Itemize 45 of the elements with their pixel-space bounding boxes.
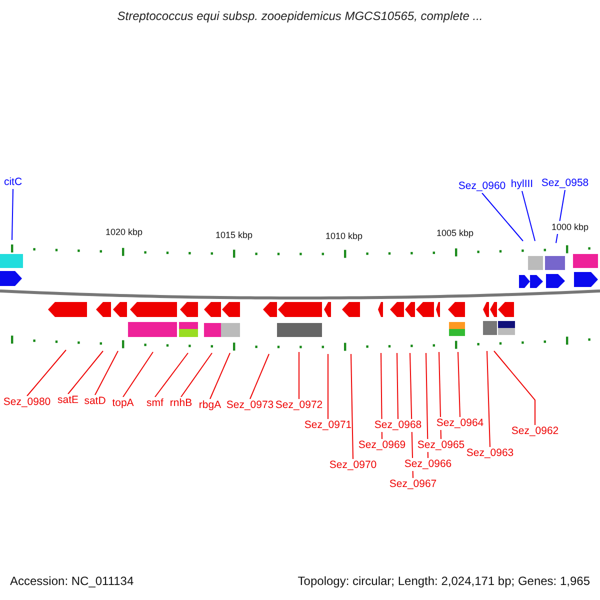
gene-label: Sez_0965 [417, 439, 465, 452]
leader-line [298, 352, 300, 400]
leader-line [522, 190, 536, 242]
gene-label: Sez_0971 [304, 419, 352, 432]
leader-line [482, 192, 524, 242]
leader-line [350, 354, 354, 460]
gene-label: Sez_0969 [358, 439, 406, 452]
leader-line [486, 350, 490, 448]
gene-label: Sez_0980 [3, 396, 51, 409]
leader-line [396, 352, 398, 420]
gene-label: rbgA [198, 399, 222, 412]
gene-label: topA [112, 397, 134, 410]
genome-summary-text: Topology: circular; Length: 2,024,171 bp; Genes: 1,965 [298, 575, 590, 588]
leader-line [426, 352, 428, 458]
map-title: Streptococcus equi subsp. zooepidemicus MGCS10565, complete ... [116, 10, 484, 23]
leader-line [154, 352, 188, 398]
gene-label: Sez_0967 [389, 478, 437, 491]
leader-line [250, 354, 270, 400]
scale-label: 1000 kbp [551, 221, 589, 234]
gene-label: Sez_0960 [458, 180, 506, 193]
gene-label: Sez_0963 [466, 447, 514, 460]
gene-label: Sez_0962 [511, 425, 559, 438]
scale-label: 1020 kbp [105, 226, 143, 239]
leader-line [68, 350, 104, 394]
leader-line [26, 350, 66, 396]
leader-line [210, 352, 230, 400]
leader-line [94, 350, 118, 396]
leader-line [12, 188, 14, 240]
gene-label: Sez_0958 [541, 177, 589, 190]
leader-line [458, 352, 460, 418]
gene-label: Sez_0973 [226, 399, 274, 412]
gene-label: Sez_0968 [374, 419, 422, 432]
leader-line [122, 352, 154, 398]
accession-text: Accession: NC_011134 [10, 575, 134, 588]
gene-label: Sez_0970 [329, 459, 377, 472]
gene-label: hylIII [510, 178, 534, 191]
gene-label: Sez_0966 [404, 458, 452, 471]
scale-label: 1015 kbp [215, 229, 253, 242]
leader-line [494, 350, 536, 426]
gene-label: Sez_0972 [275, 399, 323, 412]
scale-label: 1010 kbp [325, 230, 363, 243]
leader-line [180, 352, 212, 398]
scale-label: 1005 kbp [436, 227, 474, 240]
leader-line [438, 352, 442, 440]
gene-label: Sez_0964 [436, 417, 484, 430]
